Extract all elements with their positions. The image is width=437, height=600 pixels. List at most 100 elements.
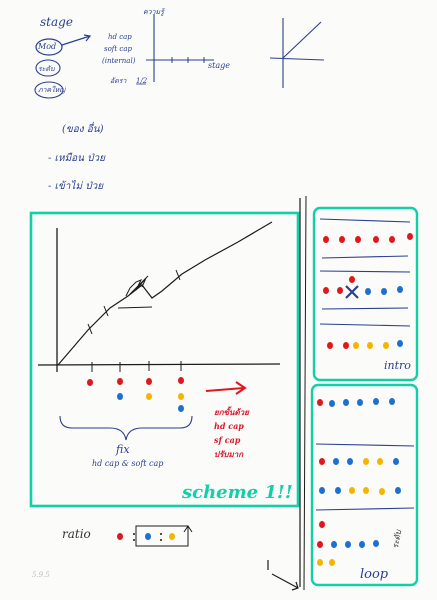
scheme-plot-hbar	[117, 306, 153, 309]
loop-dot	[359, 541, 365, 548]
scheme-red-arrow	[205, 381, 247, 395]
ratio-colon-dot	[133, 539, 135, 541]
intro-dot	[343, 342, 349, 349]
ratio-colon-dot	[160, 539, 162, 541]
intro-dot	[407, 233, 413, 240]
scheme-dot	[146, 378, 152, 385]
stage-title: stage	[40, 15, 73, 29]
loop-dot	[363, 458, 369, 465]
ratio-box	[135, 525, 189, 547]
loop-dot	[347, 458, 353, 465]
divider-line-right	[303, 195, 307, 591]
loop-dot	[319, 458, 325, 465]
intro-dot	[355, 236, 361, 243]
intro-dot	[353, 342, 359, 349]
intro-dot	[397, 340, 403, 347]
top-right-graph-line	[282, 21, 322, 59]
ratio-note: อัตรา	[110, 77, 127, 85]
scheme-title: scheme 1!!	[182, 482, 293, 503]
loop-dot	[373, 540, 379, 547]
intro-panel-title: intro	[384, 359, 411, 372]
loop-dot	[373, 398, 379, 405]
scheme-dot	[178, 393, 184, 400]
loop-dot	[363, 487, 369, 494]
cap-label-hd: hd cap	[108, 33, 132, 41]
loop-dot	[345, 541, 351, 548]
corner-note: 5.9.5	[32, 571, 50, 579]
scheme-annotation-1: ยกขั้นด้วย	[214, 407, 249, 417]
scheme-fix-label: fix	[116, 443, 130, 456]
stage-option-1-circle	[35, 38, 63, 56]
mini-axis-ticks	[171, 57, 205, 63]
loop-dot	[395, 487, 401, 494]
scheme-annotation-4: ปรับมาก	[214, 449, 244, 459]
ratio-dot	[117, 533, 123, 540]
ratio-colon-dot	[133, 533, 135, 535]
intro-selected-dot-mark	[345, 285, 359, 299]
intro-dot	[389, 236, 395, 243]
loop-dot	[389, 398, 395, 405]
list-header: (ของ อื่น)	[62, 124, 104, 135]
stage-option-2: ระดับ	[38, 65, 55, 73]
loop-dot	[349, 487, 355, 494]
scheme-dot	[178, 377, 184, 384]
loop-dot	[317, 541, 323, 548]
mini-axis	[146, 14, 214, 82]
intro-dot	[367, 342, 373, 349]
cap-label-soft: soft cap	[104, 45, 133, 53]
loop-dot	[331, 541, 337, 548]
scheme-fix-brace	[59, 415, 193, 441]
ratio-colon-dot	[160, 533, 162, 535]
scheme-dot	[87, 379, 93, 386]
axis-x-label: stage	[208, 61, 230, 70]
list-item-1: - เหมือน ป่วย	[48, 153, 106, 164]
scheme-plot-scribble	[125, 275, 149, 297]
ratio-fraction: 1/2	[136, 77, 148, 85]
axis-y-label: ความรู้	[143, 8, 164, 16]
loop-dot	[317, 399, 323, 406]
loop-dot	[393, 458, 399, 465]
loop-panel-frame	[310, 383, 419, 587]
intro-dot	[383, 342, 389, 349]
intro-panel-row-lines	[319, 218, 411, 327]
cap-label-internal: (internal)	[102, 57, 136, 65]
loop-dot	[343, 399, 349, 406]
intro-dot	[327, 342, 333, 349]
intro-dot	[365, 288, 371, 295]
intro-dot	[349, 276, 355, 283]
scheme-fix-sub: hd cap & soft cap	[92, 459, 164, 468]
loop-dot	[319, 487, 325, 494]
loop-dot	[333, 458, 339, 465]
top-right-graph-axes	[269, 18, 325, 88]
scheme-plot-curve	[57, 221, 273, 366]
stage-option-1-arrow	[61, 34, 92, 46]
stage-option-1: Mod	[38, 42, 57, 51]
scheme-dot	[117, 378, 123, 385]
intro-dot	[397, 286, 403, 293]
ratio-dot	[145, 533, 151, 540]
ratio-dot	[169, 533, 175, 540]
list-item-2: - เข้าไม่ ป่วย	[48, 181, 104, 192]
loop-dot	[329, 400, 335, 407]
loop-panel-title: loop	[360, 567, 389, 582]
loop-dot	[335, 487, 341, 494]
loop-dot	[319, 521, 325, 528]
loop-dot	[379, 488, 385, 495]
loop-dot	[357, 399, 363, 406]
intro-dot	[323, 287, 329, 294]
stage-option-2-circle	[35, 59, 61, 77]
loop-dot	[377, 458, 383, 465]
intro-dot	[337, 287, 343, 294]
intro-dot	[373, 236, 379, 243]
loop-dot	[317, 559, 323, 566]
loop-panel-row-lines	[315, 443, 415, 511]
stage-option-3-circle	[34, 81, 64, 99]
ratio-up-arrow	[183, 525, 193, 546]
scheme-plot-axis-x	[37, 363, 281, 366]
bottom-arrow	[271, 573, 299, 591]
stage-option-3: ภาคใหญ่	[38, 86, 66, 94]
loop-dot	[329, 559, 335, 566]
scheme-panel-frame	[29, 211, 300, 508]
